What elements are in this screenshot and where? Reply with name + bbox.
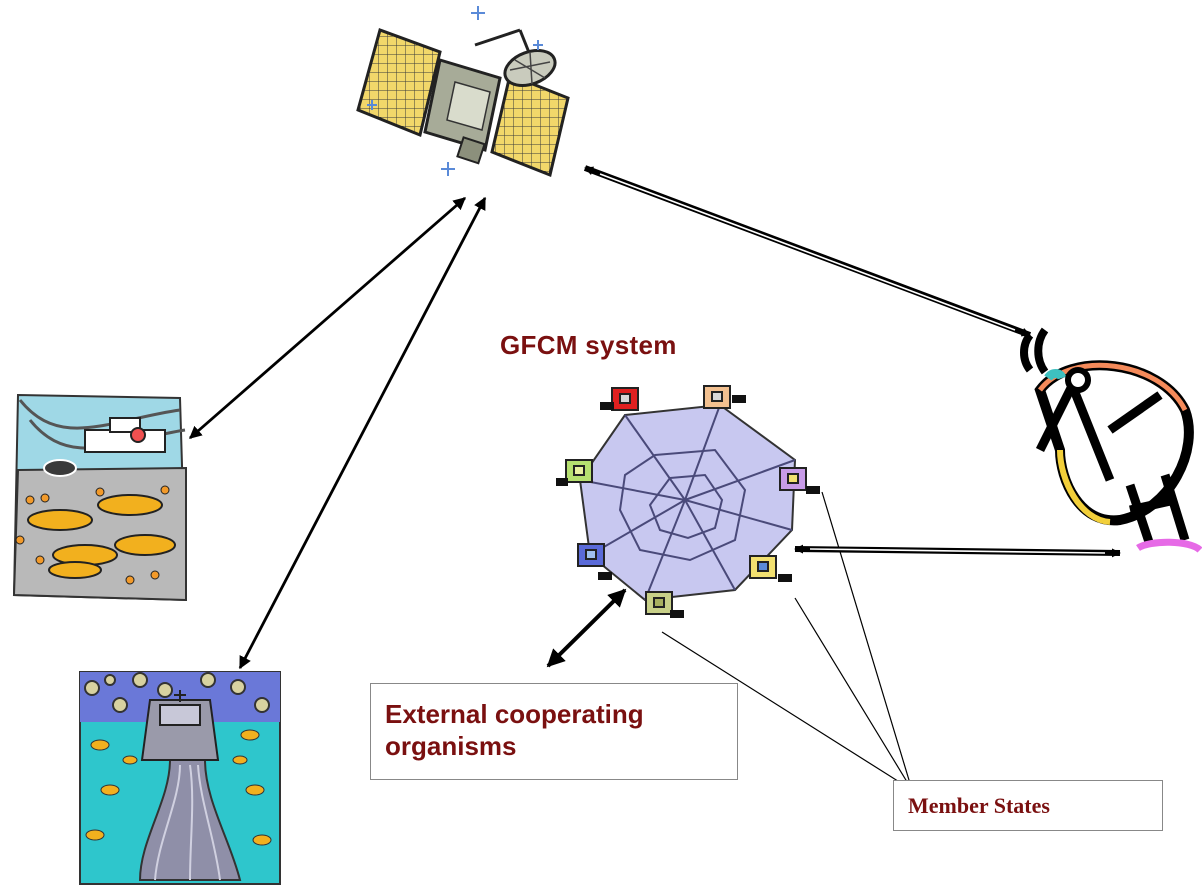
satellite-dish-icon <box>1020 327 1202 553</box>
member-states-box: Member States <box>893 780 1163 831</box>
computer-network-icon <box>556 385 820 618</box>
edge-network-external <box>546 588 627 668</box>
edge-network-dish <box>794 544 1121 558</box>
edge-satellite-dish <box>583 165 1032 338</box>
external-organisms-label: External cooperating organisms <box>385 699 644 761</box>
external-organisms-box: External cooperating organisms <box>370 683 738 780</box>
gfcm-system-label: GFCM system <box>500 330 677 360</box>
satellite-icon <box>356 6 570 178</box>
fishing-net-icon <box>12 393 188 602</box>
fishing-ship-icon <box>79 671 281 885</box>
member-states-label: Member States <box>908 793 1050 818</box>
member-states-connectors <box>661 491 913 791</box>
edge-satellite-ship <box>238 196 487 670</box>
